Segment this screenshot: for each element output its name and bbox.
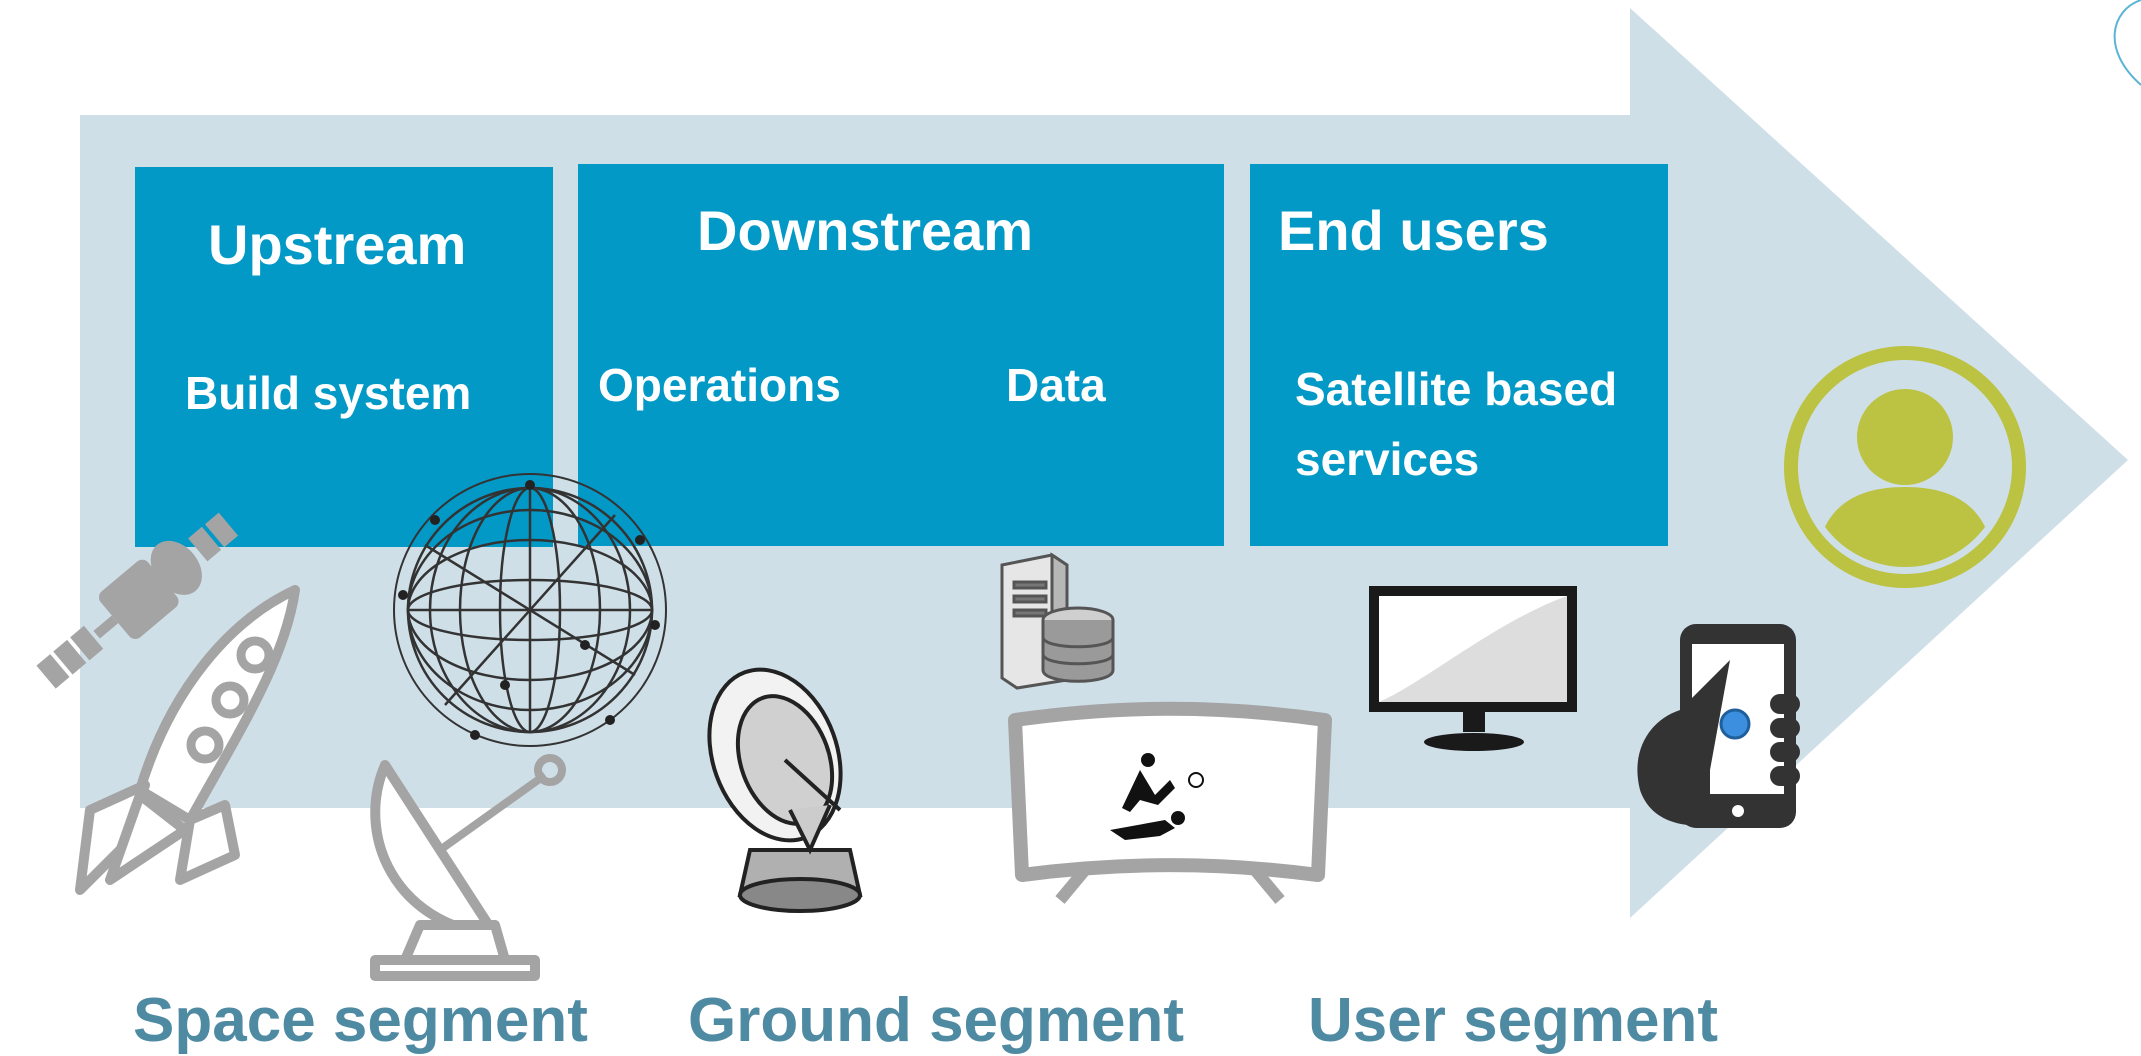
upstream-box <box>135 167 553 547</box>
end-users-subtitle-line1: Satellite based <box>1295 363 1618 415</box>
end-users-subtitle-line2: services <box>1295 433 1480 485</box>
end-users-title: End users <box>1278 199 1549 262</box>
globe-network-icon <box>393 473 667 747</box>
satellite-icon <box>36 512 239 689</box>
ground-dish-antenna-icon <box>370 754 566 981</box>
curved-tv-icon <box>1008 701 1332 904</box>
downstream-data-label: Data <box>1006 359 1106 411</box>
rocket-icon <box>75 585 300 895</box>
corner-circle-decoration <box>2113 0 2141 86</box>
downstream-title: Downstream <box>697 199 1034 262</box>
user-avatar-icon <box>1784 346 2026 588</box>
smartphone-hand-icon <box>1637 624 1800 828</box>
upstream-title: Upstream <box>208 213 467 276</box>
downstream-operations-label: Operations <box>598 359 841 411</box>
server-database-icon <box>1000 552 1115 690</box>
upstream-subtitle: Build system <box>185 367 472 419</box>
parabolic-antenna-icon <box>707 667 863 913</box>
space-segment-label: Space segment <box>133 986 588 1055</box>
downstream-box <box>578 164 1224 546</box>
ground-segment-label: Ground segment <box>688 986 1185 1055</box>
user-segment-label: User segment <box>1308 986 1719 1055</box>
desktop-monitor-icon <box>1369 586 1577 751</box>
end-users-box <box>1250 164 1668 546</box>
